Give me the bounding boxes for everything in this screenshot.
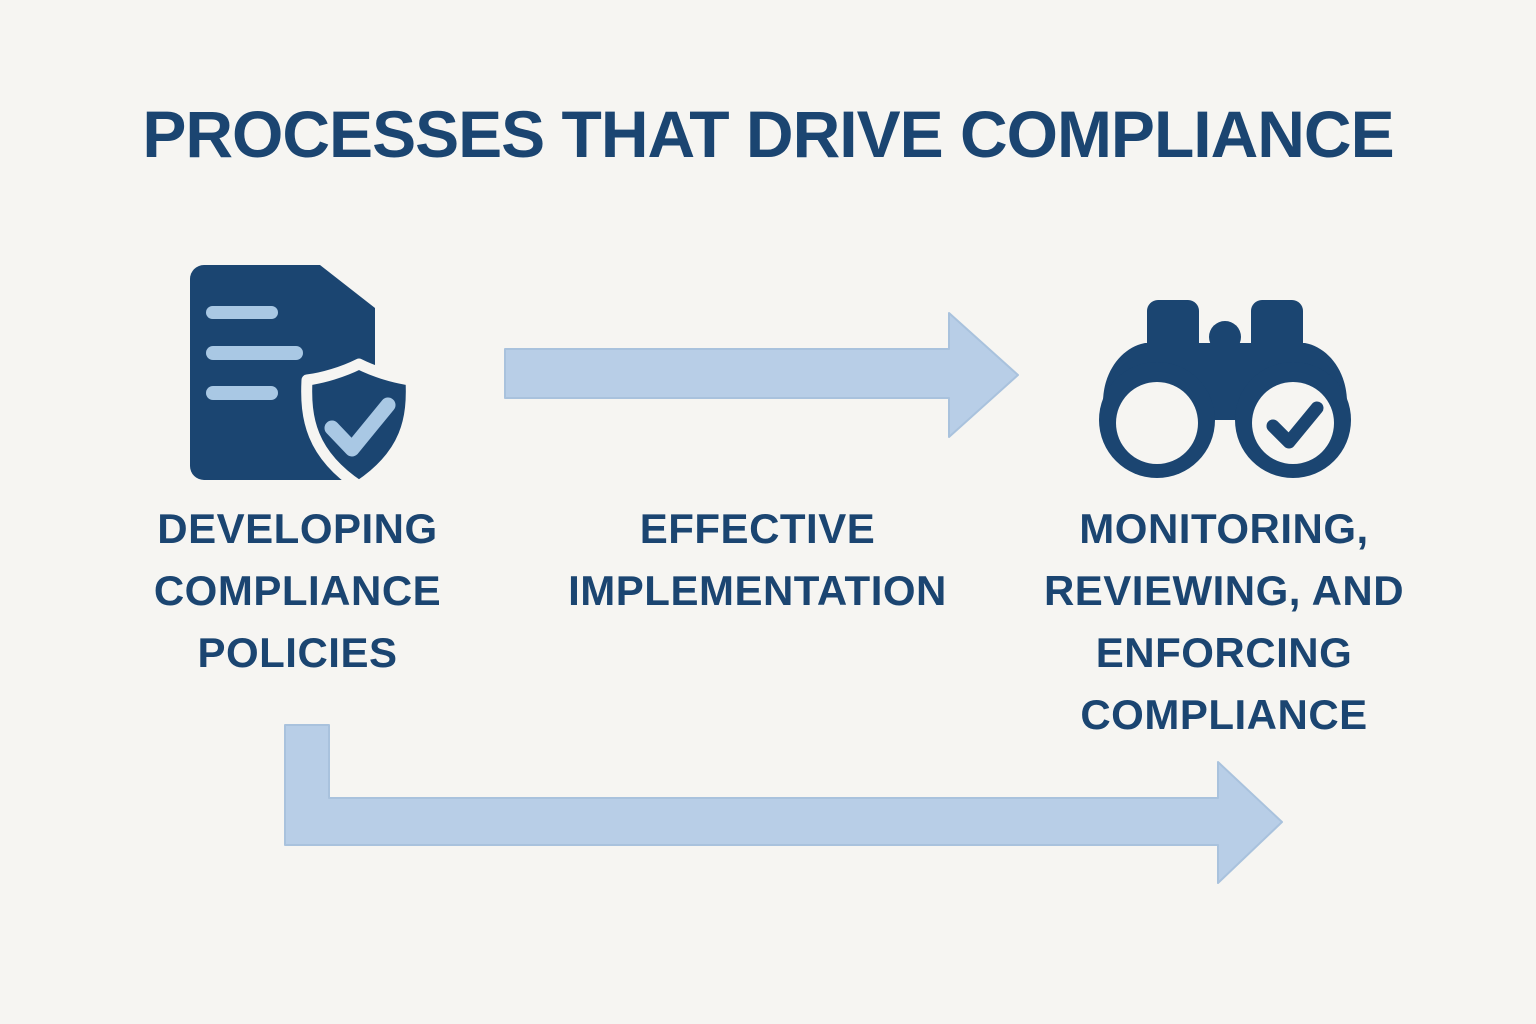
bottom-arrow-shape (284, 724, 1283, 884)
step-label-line: MONITORING, (1079, 505, 1369, 552)
binoculars-left-lens (1116, 382, 1198, 464)
document-shield-check-icon (190, 265, 417, 492)
step-label-line: COMPLIANCE (153, 567, 442, 614)
step-label-monitoring-reviewing-enforcing: MONITORING, REVIEWING, AND ENFORCING COM… (1000, 498, 1448, 746)
shield-check-mark (324, 397, 396, 457)
shield-shape (301, 358, 417, 492)
step-label-developing-compliance-policies: DEVELOPING COMPLIANCE POLICIES (110, 498, 485, 684)
document-line-2 (206, 346, 303, 360)
step-label-line: ENFORCING (1095, 629, 1353, 676)
lens-check-mark (1266, 401, 1324, 449)
step-label-effective-implementation: EFFECTIVE IMPLEMENTATION (510, 498, 1005, 622)
elbow-arrow-right-icon (284, 724, 1283, 884)
step-label-line: POLICIES (197, 629, 398, 676)
top-arrow-shape (504, 312, 1019, 438)
arrow-right-icon (504, 312, 1019, 438)
page-title: PROCESSES THAT DRIVE COMPLIANCE (142, 97, 1394, 171)
step-label-line: DEVELOPING (157, 505, 438, 552)
binoculars-right-lens (1252, 382, 1334, 464)
document-line-1 (206, 306, 278, 319)
document-line-3 (206, 386, 278, 400)
step-label-line: IMPLEMENTATION (568, 567, 947, 614)
step-label-line: COMPLIANCE (1080, 691, 1368, 738)
step-label-line: EFFECTIVE (639, 505, 876, 552)
binoculars-check-icon (1099, 300, 1351, 478)
step-label-line: REVIEWING, AND (1043, 567, 1405, 614)
